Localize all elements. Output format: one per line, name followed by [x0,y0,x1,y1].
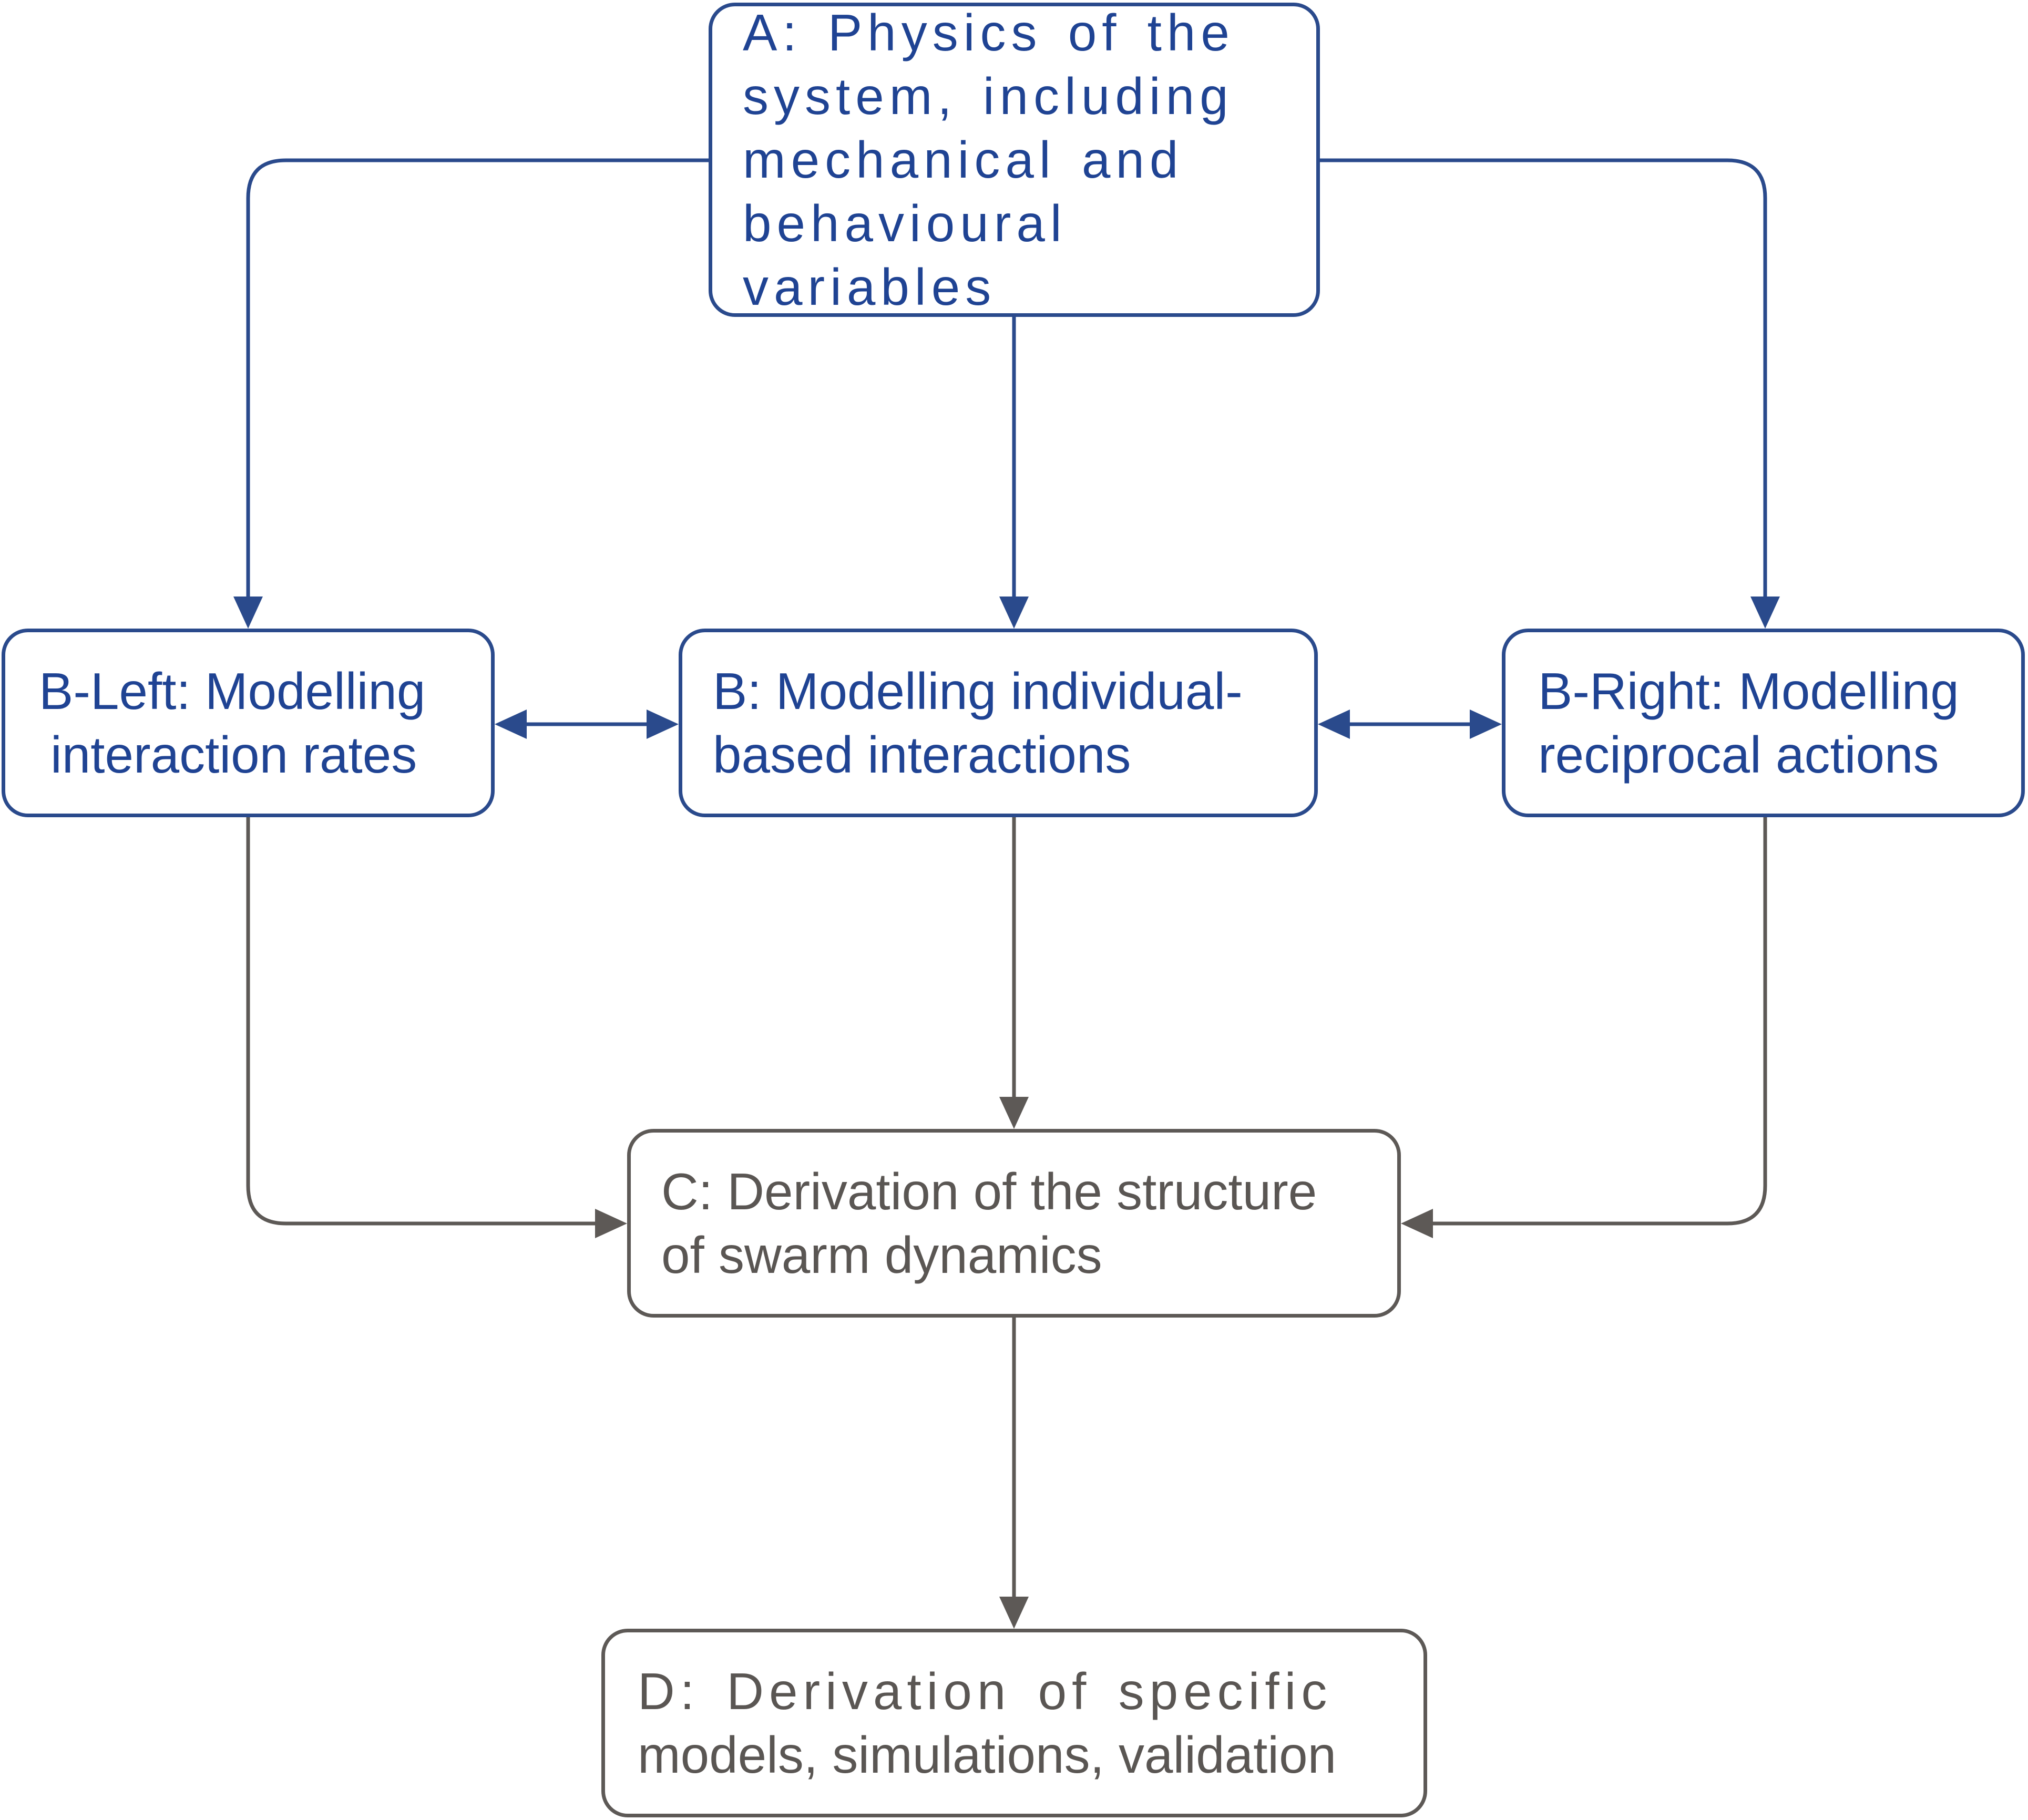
node-b-text: B: Modelling individual- based interacti… [713,660,1285,787]
edge-a-to-b-left [246,158,709,598]
node-d-specific-models: D: Derivation of specific models, simula… [601,1629,1427,1817]
node-a-line-3: mechanical and [743,130,1184,189]
node-b-line-1: B: Modelling individual- [713,662,1243,720]
node-b-right-line-2: reciprocal actions [1538,725,1939,784]
node-b-left-interaction-rates: B-Left: Modelling interaction rates [2,629,495,817]
node-b-left-line-2: interaction rates [50,725,417,784]
arrowhead-a-to-b-left [233,597,263,629]
node-b-right-line-1: B-Right: Modelling [1538,662,1959,720]
node-b-right-reciprocal-actions: B-Right: Modelling reciprocal actions [1502,629,2025,817]
node-b-line-2: based interactions [713,725,1131,784]
node-b-left-text: B-Left: Modelling interaction rates [39,660,465,787]
node-c-swarm-dynamics: C: Derivation of the structure of swarm … [627,1129,1401,1318]
arrowhead-c-to-d [999,1597,1029,1629]
node-a-line-4: behavioural variables [743,194,1067,316]
edge-b-right-to-c [1431,817,1767,1226]
arrowhead-b-side-right [1318,710,1350,739]
edge-b-left-to-c [246,817,597,1226]
arrowhead-a-to-b [999,597,1029,629]
node-d-line-1: D: Derivation of specific [638,1662,1333,1720]
node-c-text: C: Derivation of the structure of swarm … [661,1160,1368,1287]
arrowhead-b-right-side [1470,710,1502,739]
arrowhead-b-side-left [647,710,679,739]
arrowhead-b-to-c [999,1097,1029,1129]
node-c-line-1: C: Derivation of the structure [661,1162,1317,1220]
node-c-line-2: of swarm dynamics [661,1226,1102,1284]
node-a-physics-of-system: A: Physics of the system, including mech… [709,3,1320,317]
node-a-line-2: system, including [743,67,1234,125]
edge-a-to-b-right [1320,158,1767,598]
arrowhead-b-right-to-c [1401,1209,1433,1238]
arrowhead-a-to-b-right [1750,597,1780,629]
node-a-text: A: Physics of the system, including mech… [743,1,1287,319]
arrowhead-b-left-side [495,710,527,739]
node-a-line-1: A: Physics of the [743,3,1235,61]
node-b-right-text: B-Right: Modelling reciprocal actions [1538,660,2000,787]
node-b-individual-based-interactions: B: Modelling individual- based interacti… [679,629,1318,817]
arrowhead-b-left-to-c [595,1209,627,1238]
node-d-text: D: Derivation of specific models, simula… [638,1660,1397,1787]
node-b-left-line-1: B-Left: Modelling [39,662,426,720]
node-d-line-2: models, simulations, validation [638,1725,1337,1784]
